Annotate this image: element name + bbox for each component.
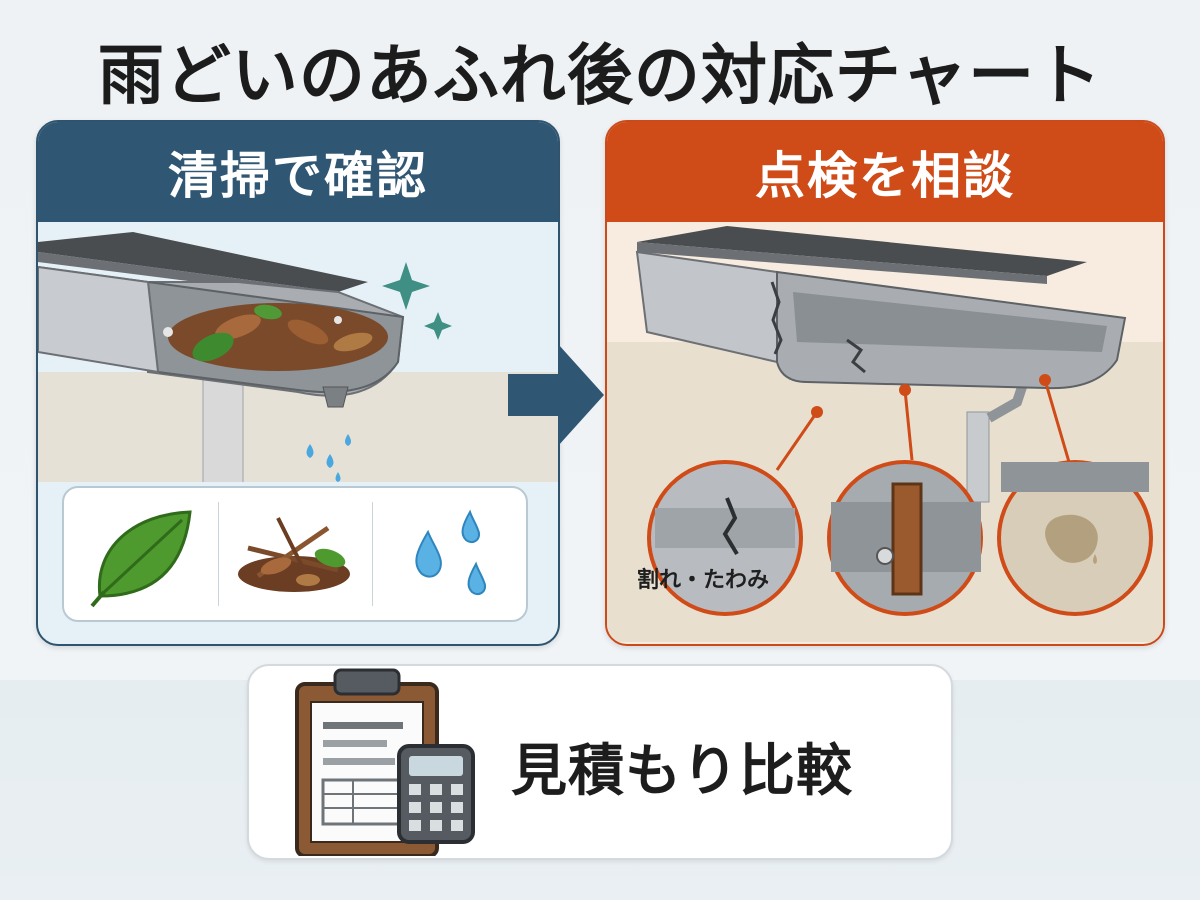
inspection-panel-heading: 点検を相談 bbox=[607, 122, 1163, 222]
estimate-comparison-card: 見積もり比較 bbox=[247, 664, 953, 860]
clogged-gutter-illustration bbox=[38, 232, 558, 482]
cleaning-panel: 清掃で確認 bbox=[36, 120, 560, 646]
damaged-gutter-illustration bbox=[607, 226, 1163, 642]
rusty-bracket-icon bbox=[827, 460, 983, 616]
calculator-icon bbox=[397, 744, 475, 844]
cleaning-items-row bbox=[62, 486, 528, 622]
page-title: 雨どいのあふれ後の対応チャート bbox=[97, 37, 1103, 114]
inspection-panel: 点検を相談 bbox=[605, 120, 1165, 646]
crack-icon bbox=[647, 460, 803, 616]
leaf-icon bbox=[64, 488, 218, 620]
estimate-comparison-label: 見積もり比較 bbox=[511, 739, 853, 804]
wall-stain-icon bbox=[997, 460, 1153, 616]
arrow-right-icon bbox=[508, 344, 604, 446]
water-drops-icon bbox=[372, 488, 526, 620]
crack-label: 割れ・たわみ bbox=[637, 568, 770, 593]
cleaning-panel-heading: 清掃で確認 bbox=[38, 122, 558, 222]
debris-icon bbox=[218, 488, 372, 620]
clipboard-icon bbox=[295, 668, 475, 856]
